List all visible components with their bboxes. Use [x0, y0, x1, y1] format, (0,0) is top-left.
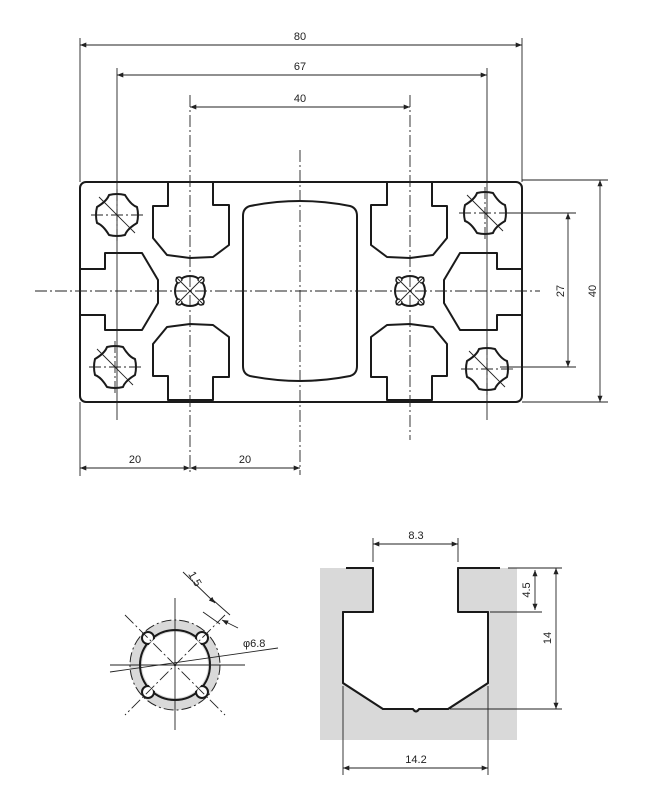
main-profile-section — [35, 68, 540, 475]
dim-20-left: 20 — [129, 454, 141, 466]
dim-67: 67 — [294, 61, 306, 73]
dim-diameter-6-8: φ6.8 — [243, 638, 265, 650]
slot-detail: 8.3 4.5 14 14.2 — [320, 530, 562, 775]
dim-14-2: 14.2 — [405, 754, 426, 766]
dim-8-3: 8.3 — [408, 530, 423, 542]
dim-height-40: 40 — [587, 285, 599, 297]
dim-4-5: 4.5 — [521, 582, 533, 597]
main-dimensions: 80 67 40 40 27 20 20 — [79, 31, 608, 476]
dim-40: 40 — [294, 93, 306, 105]
dim-1-5: 1.5 — [185, 570, 203, 589]
dim-20-center: 20 — [239, 454, 251, 466]
dim-27: 27 — [555, 285, 567, 297]
core-bore-detail: 1.5 φ6.8 — [109, 570, 279, 730]
dim-14: 14 — [542, 632, 554, 644]
dim-80: 80 — [294, 31, 306, 43]
